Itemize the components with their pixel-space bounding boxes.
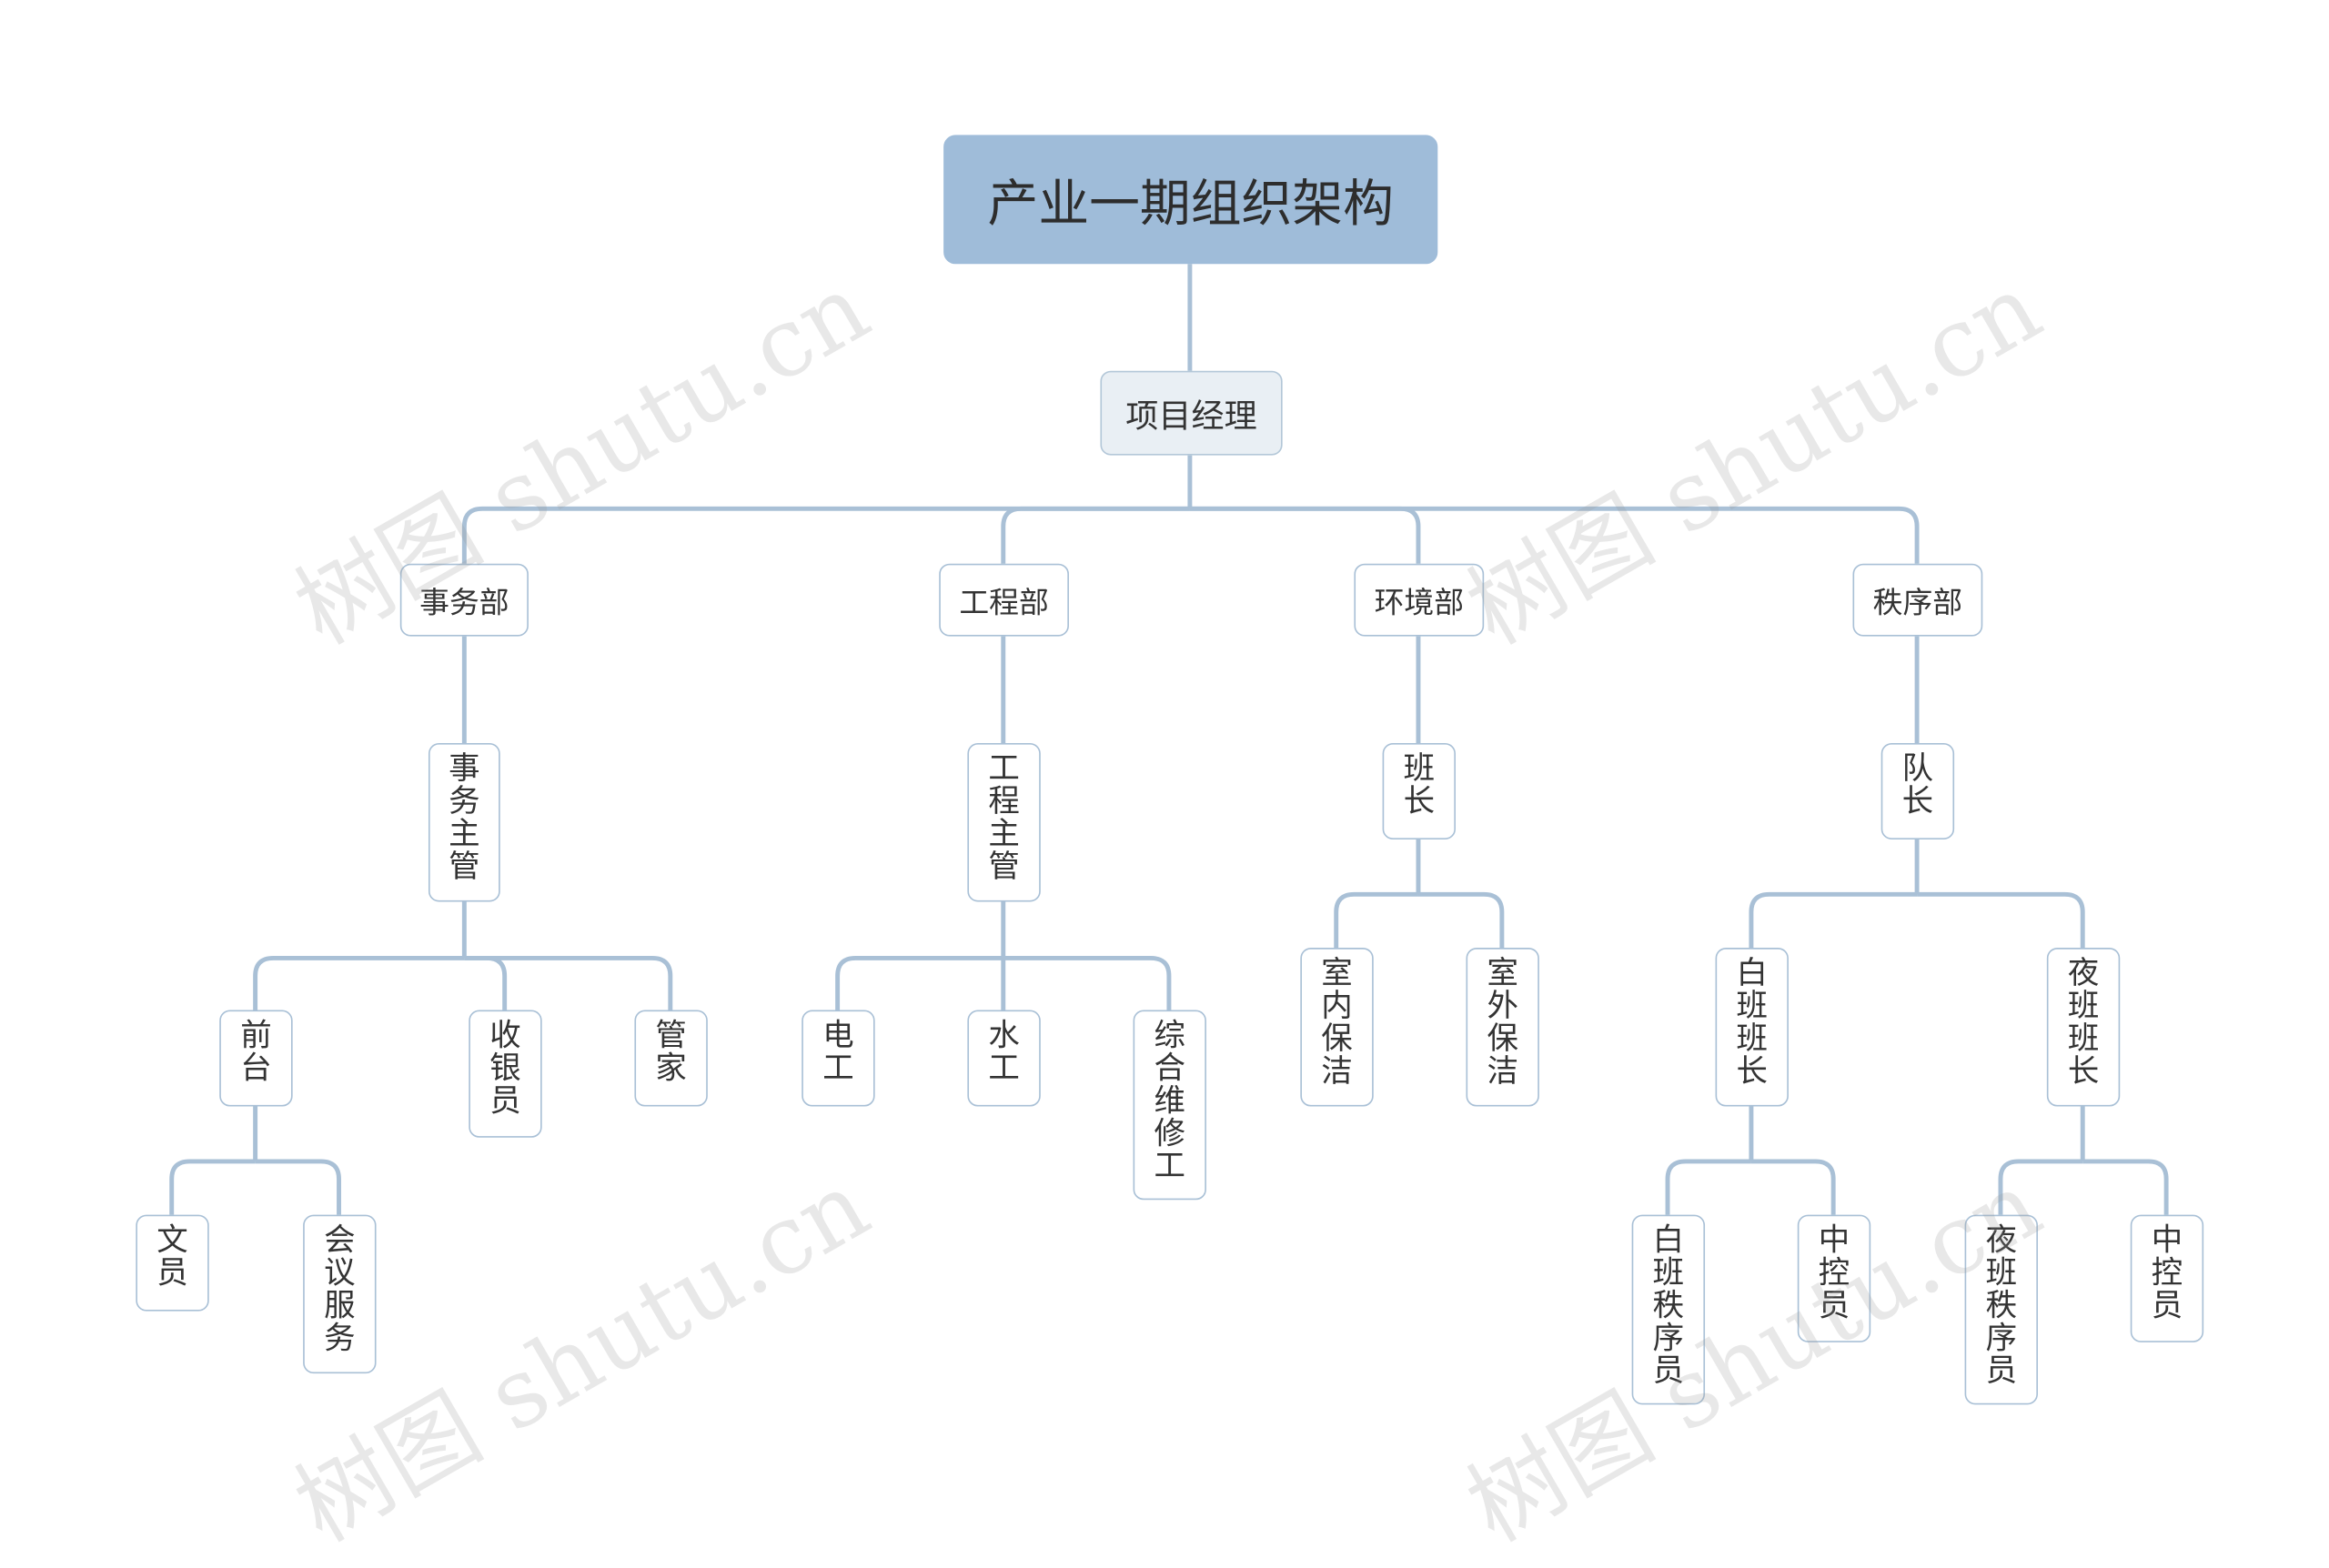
engineering-member-plumber[interactable]: 水工 (967, 1010, 1041, 1107)
order-night-leader[interactable]: 夜班班长 (2046, 948, 2121, 1107)
manager-node[interactable]: 项目经理 (1100, 370, 1283, 456)
environment-fork-drop-0 (1334, 891, 1418, 949)
front-desk-sub-meeting-service[interactable]: 会议服务 (303, 1214, 377, 1374)
order-day-member-guard[interactable]: 白班秩序员 (1631, 1214, 1706, 1405)
frontdesk-fork-drop-1 (255, 1159, 341, 1215)
environment-fork-drop-1 (1417, 891, 1505, 949)
affairs-fork-drop-2 (464, 956, 673, 1010)
day-fork-drop-0 (1665, 1159, 1751, 1215)
order-day-member-control[interactable]: 中控员 (1797, 1214, 1871, 1342)
order-night-member-guard[interactable]: 夜班秩序员 (1964, 1214, 2039, 1405)
manager-fork-drop-0 (461, 506, 1190, 564)
order-lead[interactable]: 队长 (1880, 743, 1955, 840)
environment-lead[interactable]: 班长 (1382, 743, 1457, 840)
affairs-member-front-desk[interactable]: 前台 (219, 1010, 293, 1107)
root-node[interactable]: 产业一期组织架构 (943, 135, 1438, 265)
affairs-lead[interactable]: 事务主管 (428, 743, 500, 902)
dept-engineering[interactable]: 工程部 (939, 563, 1069, 637)
engineering-member-electrician[interactable]: 电工 (802, 1010, 875, 1107)
front-desk-sub-clerk[interactable]: 文员 (136, 1214, 209, 1312)
environment-member-indoor[interactable]: 室内保洁 (1300, 948, 1374, 1107)
order-fork-drop-0 (1749, 891, 1918, 949)
order-night-member-control[interactable]: 中控员 (2130, 1214, 2204, 1342)
environment-member-outdoor[interactable]: 室外保洁 (1466, 948, 1539, 1107)
day-fork-drop-1 (1750, 1159, 1836, 1215)
manager-fork-drop-2 (1189, 506, 1421, 564)
night-fork-drop-1 (2082, 1159, 2169, 1215)
affairs-fork-drop-0 (253, 956, 465, 1010)
order-fork-drop-1 (1917, 891, 2085, 949)
frontdesk-fork-drop-0 (169, 1159, 256, 1215)
order-day-leader[interactable]: 白班班长 (1715, 948, 1789, 1107)
engineering-member-maintenance[interactable]: 综合维修工 (1133, 1010, 1206, 1201)
engineering-lead[interactable]: 工程主管 (967, 743, 1041, 902)
night-fork-drop-0 (1998, 1159, 2083, 1215)
engineering-fork-drop-2 (1003, 956, 1172, 1010)
dept-order[interactable]: 秩序部 (1852, 563, 1983, 637)
dept-affairs[interactable]: 事务部 (399, 563, 529, 637)
dept-environment[interactable]: 环境部 (1354, 563, 1485, 637)
manager-fork-drop-1 (1001, 506, 1190, 564)
manager-fork-drop-3 (1189, 506, 1920, 564)
affairs-member-cashier[interactable]: 收银员 (469, 1010, 542, 1138)
affairs-member-butler[interactable]: 管家 (634, 1010, 708, 1107)
engineering-fork-drop-0 (835, 956, 1003, 1010)
affairs-fork-drop-1 (464, 956, 508, 1010)
